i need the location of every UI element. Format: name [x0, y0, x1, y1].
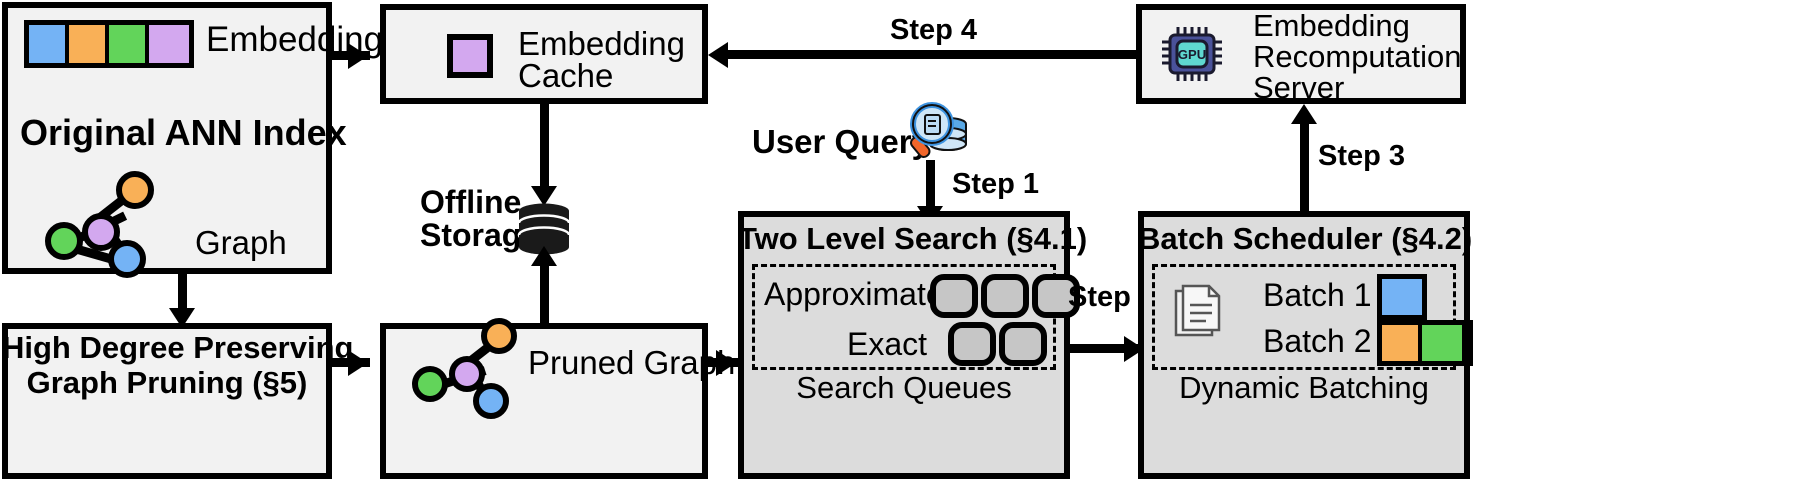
recompute-server-line2: Recomputation — [1253, 39, 1462, 74]
arrow-head-down — [531, 186, 557, 206]
arrow-head-right — [348, 43, 368, 69]
embedding-cache-title-line1: Embedding — [518, 25, 685, 62]
queue-slot — [1032, 274, 1080, 318]
swatch-blue — [29, 25, 69, 63]
embedding-cache-box — [380, 4, 708, 104]
arrow-step4 — [726, 50, 1138, 59]
recompute-server-line1: Embedding — [1253, 8, 1410, 43]
search-queues-footer: Search Queues — [796, 370, 1012, 405]
swatch-green — [109, 25, 149, 63]
batch-scheduler-title: Batch Scheduler (§4.2) — [1138, 221, 1473, 256]
offline-storage-label-line1: Offline — [420, 184, 522, 220]
queue-slot — [930, 274, 978, 318]
embedding-swatch-strip — [24, 20, 194, 68]
batch-1-swatches — [1377, 274, 1427, 320]
graph-pruning-title-line1: High Degree Preserving — [2, 330, 354, 365]
batch-2-swatches — [1377, 320, 1473, 366]
swatch-orange — [69, 25, 109, 63]
approximate-queue-row — [930, 274, 1080, 318]
arrow-index-to-pruning — [178, 274, 187, 316]
arrow-head-up — [531, 246, 557, 266]
embedding-cache-title-line2: Cache — [518, 57, 614, 94]
graph-node-orange — [481, 318, 517, 354]
swatch-purple — [149, 25, 189, 63]
dynamic-batching-dashed-region — [1152, 264, 1456, 370]
documents-stack-icon — [1172, 281, 1224, 343]
graph-node-orange — [116, 171, 154, 209]
approximate-label: Approximate — [764, 276, 944, 312]
arrow-head-up — [1291, 104, 1317, 124]
graph-label: Graph — [195, 224, 287, 261]
queue-slot — [981, 274, 1029, 318]
exact-label: Exact — [847, 326, 928, 362]
svg-text:GPU: GPU — [1178, 47, 1206, 62]
swatch-blue — [1382, 279, 1422, 315]
arrow-head-left — [708, 42, 728, 68]
graph-pruning-title-line2: Graph Pruning (§5) — [26, 365, 308, 400]
batch-1-label: Batch 1 — [1263, 277, 1372, 313]
query-magnifier-database-icon — [900, 100, 972, 162]
graph-node-blue — [473, 383, 509, 419]
arrow-head-right — [348, 350, 368, 376]
embedding-cache-swatch — [447, 34, 493, 78]
arrow-prunedgraph-to-storage — [540, 258, 549, 332]
user-query-label: User Query — [752, 123, 930, 160]
pruned-graph-label: Pruned Graph — [528, 344, 736, 381]
swatch-green — [1422, 325, 1462, 361]
queue-slot — [948, 322, 996, 366]
arrow-cache-to-storage — [540, 104, 549, 192]
queue-slot — [999, 322, 1047, 366]
step3-label: Step 3 — [1318, 140, 1406, 172]
graph-node-purple — [82, 213, 120, 251]
graph-node-green — [45, 222, 83, 260]
original-ann-index-title: Original ANN Index — [20, 112, 347, 153]
graph-node-green — [412, 366, 448, 402]
database-cylinder-icon — [516, 203, 572, 257]
arrow-step3 — [1300, 122, 1309, 212]
arrow-head-right — [716, 350, 736, 376]
step1-label: Step 1 — [952, 168, 1040, 200]
step4-label: Step 4 — [890, 14, 978, 46]
gpu-chip-icon: GPU — [1160, 25, 1222, 83]
arrow-step2 — [1070, 344, 1142, 353]
batch-2-label: Batch 2 — [1263, 323, 1372, 359]
graph-pruning-box — [2, 323, 332, 479]
exact-queue-row — [948, 322, 1047, 366]
arrow-step1 — [926, 160, 935, 212]
two-level-search-title: Two Level Search (§4.1) — [738, 221, 1088, 256]
graph-node-blue — [108, 240, 146, 278]
recompute-server-line3: Server — [1253, 70, 1345, 105]
swatch-orange — [1382, 325, 1422, 361]
dynamic-batching-footer: Dynamic Batching — [1179, 370, 1429, 405]
